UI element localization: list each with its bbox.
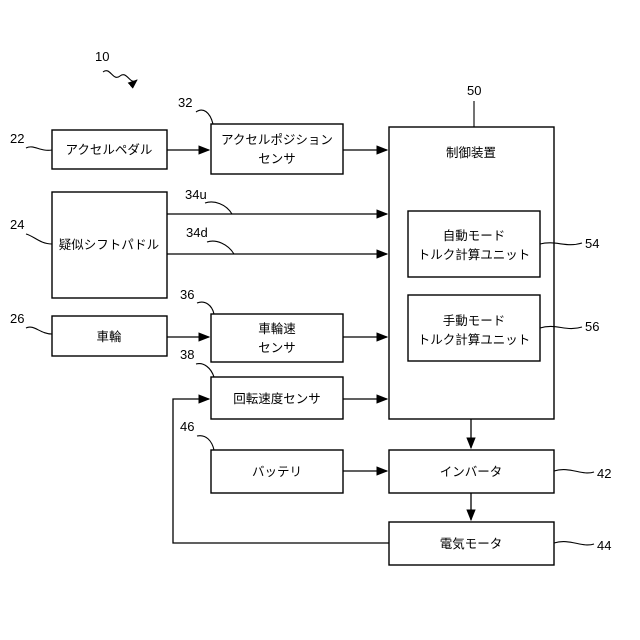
ref-36-leader [197,302,214,314]
ref-44-leader [554,542,594,545]
wheel-label: 車輪 [96,329,122,344]
wheel-speed-sensor-label-1: 車輪速 [258,321,296,336]
ref-42-leader [554,470,594,473]
ref-54: 54 [585,236,599,251]
ref-38: 38 [180,347,194,362]
ref-46-leader [197,436,214,450]
ref-32: 32 [178,95,192,110]
motor-label: 電気モータ [440,536,503,551]
accel-position-sensor-label-1: アクセルポジション [221,132,333,147]
accel-position-sensor-label-2: センサ [258,151,296,166]
ref-34d-leader [207,241,234,254]
manual-mode-unit-label-1: 手動モード [443,313,506,328]
ref-46: 46 [180,419,194,434]
rotation-speed-sensor-label: 回転速度センサ [233,391,321,406]
inverter-label: インバータ [440,464,503,479]
accel-pedal-label: アクセルペダル [66,142,153,157]
ref-50: 50 [467,83,481,98]
auto-mode-unit-label-2: トルク計算ユニット [418,247,531,262]
manual-mode-unit-label-2: トルク計算ユニット [418,332,531,347]
battery-label: バッテリ [252,464,302,479]
ref-34u: 34u [185,187,207,202]
pseudo-shift-paddle-label: 疑似シフトパドル [59,237,159,252]
ref-34d: 34d [186,225,208,240]
ref-34u-leader [205,202,232,214]
controller-label: 制御装置 [446,145,496,160]
figure-ref-arrow [103,71,137,82]
figure-ref-label: 10 [95,49,109,64]
ref-22: 22 [10,131,24,146]
auto-mode-unit-block [408,211,540,277]
ref-22-leader [26,147,52,150]
ref-36: 36 [180,287,194,302]
ref-38-leader [196,364,214,377]
ref-26-leader [26,327,52,334]
ref-26: 26 [10,311,24,326]
manual-mode-unit-block [408,295,540,361]
ref-42: 42 [597,466,611,481]
wheel-speed-sensor-label-2: センサ [258,340,296,355]
ref-24-leader [26,234,52,244]
ref-32-leader [196,110,213,124]
ref-24: 24 [10,217,24,232]
ref-56: 56 [585,319,599,334]
auto-mode-unit-label-1: 自動モード [443,228,506,243]
ref-44: 44 [597,538,611,553]
